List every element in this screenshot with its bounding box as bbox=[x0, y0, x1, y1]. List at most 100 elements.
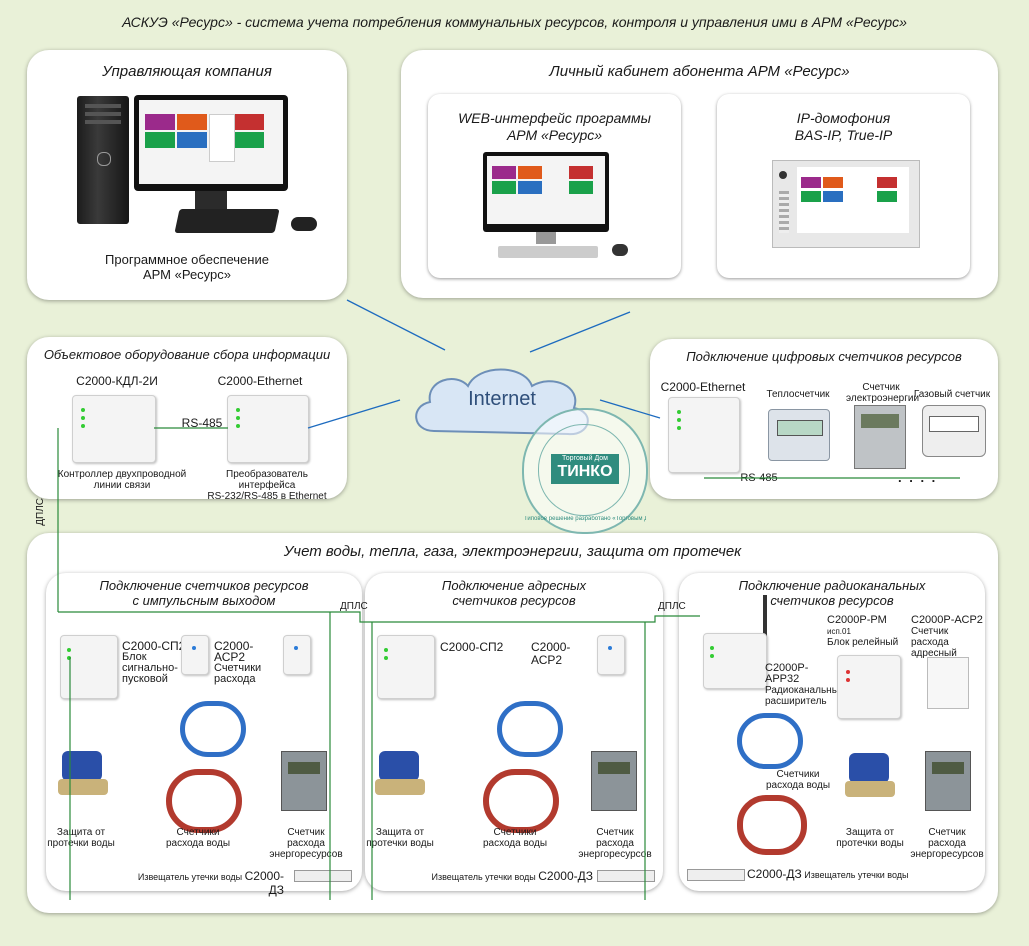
radio-hot-meter-icon bbox=[737, 795, 807, 855]
radio-meters-panel: Подключение радиоканальных счетчиков рес… bbox=[679, 573, 985, 891]
address-hot-meter-icon bbox=[483, 769, 559, 833]
digital-ethernet-device-icon bbox=[668, 397, 740, 473]
web-interface-card: WEB-интерфейс программы АРМ «Ресурс» bbox=[428, 94, 681, 278]
radio-title-line1: Подключение радиоканальных bbox=[738, 578, 926, 593]
address-leak-line2: протечки воды bbox=[366, 838, 434, 849]
pulse-hot-meter-icon bbox=[166, 769, 242, 833]
monitor-icon bbox=[134, 95, 288, 191]
radio-rm-label: С2000Р-РМ исп.01 Блок релейный bbox=[827, 614, 907, 649]
radio-valve-body-icon bbox=[845, 781, 895, 797]
pulse-sp2-line1: Блок bbox=[122, 651, 147, 663]
web-monitor-icon bbox=[483, 152, 609, 232]
radio-valve-icon bbox=[849, 753, 889, 783]
address-title-line1: Подключение адресных bbox=[441, 578, 587, 593]
address-energy-meter-icon bbox=[591, 751, 637, 811]
radio-app32-line2: расширитель bbox=[765, 696, 827, 707]
radio-cold-meter-icon bbox=[737, 713, 803, 769]
address-sp2-name: С2000-СП2 bbox=[440, 640, 504, 654]
radio-app32-device-icon bbox=[703, 633, 767, 689]
elec-meter-label-line1: Счетчик bbox=[862, 382, 900, 393]
address-leak-detector-icon bbox=[597, 870, 655, 882]
radio-meters-line2: расхода воды bbox=[765, 780, 831, 791]
management-company-panel: Управляющая компания Программное обеспеч… bbox=[27, 50, 347, 300]
internet-label: Internet bbox=[468, 388, 536, 410]
pulse-leak-line1: Защита от bbox=[56, 827, 106, 838]
address-cold-meter-icon bbox=[497, 701, 563, 757]
tinko-stamp: Торговый Дом ТИНКО Типовое решение разра… bbox=[522, 408, 648, 534]
mouse-icon bbox=[291, 217, 317, 231]
web-title-line1: WEB-интерфейс программы bbox=[458, 110, 651, 126]
dpls-bus-line bbox=[58, 611, 700, 623]
pulse-acr2-1-icon bbox=[181, 635, 209, 675]
pulse-energy-line2: расхода bbox=[287, 838, 325, 849]
radio-title: Подключение радиоканальных счетчиков рес… bbox=[679, 578, 985, 608]
mgmt-caption: Программное обеспечение АРМ «Ресурс» bbox=[67, 252, 307, 282]
pulse-leak-line2: протечки воды bbox=[47, 838, 115, 849]
kdl-caption-line2: линии связи bbox=[93, 480, 151, 491]
radio-energy-caption: Счетчик расхода энергоресурсов bbox=[909, 827, 985, 860]
pulse-detector-text: Извещатель утечки воды bbox=[137, 872, 243, 882]
address-detector-label: Извещатель утечки воды С2000-ДЗ bbox=[425, 869, 593, 883]
radio-rm-name: С2000Р-РМ bbox=[827, 614, 887, 626]
address-energy-line3: энергоресурсов bbox=[578, 849, 652, 860]
gas-meter-label: Газовый счетчик bbox=[913, 389, 991, 400]
resource-accounting-title: Учет воды, тепла, газа, электроэнергии, … bbox=[283, 543, 742, 560]
rs485-label: RS-485 bbox=[181, 416, 223, 430]
address-meters-panel: Подключение адресных счетчиков ресурсов … bbox=[365, 573, 663, 891]
pulse-sp2-line3: пусковой bbox=[122, 673, 168, 685]
dpls-label-vertical: ДПЛС bbox=[35, 498, 46, 526]
address-acr2-icon bbox=[597, 635, 625, 675]
pulse-acr2-name: С2000-АСР2 bbox=[214, 639, 254, 664]
pulse-acr2-line2: расхода bbox=[214, 673, 256, 685]
mgmt-caption-line2: АРМ «Ресурс» bbox=[142, 267, 231, 282]
address-detector-text: Извещатель утечки воды bbox=[431, 872, 536, 882]
pulse-meters-panel: Подключение счетчиков ресурсов с импульс… bbox=[46, 573, 362, 897]
management-title: Управляющая компания bbox=[102, 63, 272, 80]
web-title-line2: АРМ «Ресурс» bbox=[506, 127, 603, 143]
elec-meter-icon bbox=[854, 405, 906, 469]
pulse-cold-meter-icon bbox=[180, 701, 246, 757]
radio-leak-detector-icon bbox=[687, 869, 745, 881]
address-energy-caption: Счетчик расхода энергоресурсов bbox=[575, 827, 655, 860]
pulse-energy-meter-icon bbox=[281, 751, 327, 811]
radio-leak-line1: Защита от bbox=[845, 827, 895, 838]
radio-acr2-device-icon bbox=[927, 657, 969, 709]
pulse-detector-name: С2000-ДЗ bbox=[244, 869, 284, 897]
radio-app32-label: С2000Р-АРР32 Радиоканальный расширитель bbox=[765, 663, 845, 708]
address-energy-line2: расхода bbox=[596, 838, 634, 849]
radio-leak-line2: протечки воды bbox=[836, 838, 904, 849]
pulse-sp2-name: С2000-СП2 bbox=[122, 639, 186, 653]
radio-rm-line1: Блок релейный bbox=[827, 637, 899, 648]
radio-detector-label: С2000-ДЗ Извещатель утечки воды bbox=[747, 867, 977, 881]
radio-meters-caption: Счетчики расхода воды bbox=[763, 769, 833, 791]
gas-meter-icon bbox=[922, 405, 986, 457]
address-leak-line1: Защита от bbox=[375, 827, 425, 838]
web-mouse-icon bbox=[612, 244, 628, 256]
heat-meter-icon bbox=[768, 409, 830, 461]
pulse-title-line2: с импульсным выходом bbox=[132, 593, 276, 608]
cabinet-to-internet-arrow bbox=[529, 311, 631, 353]
dpls-label-pulse: ДПЛС bbox=[340, 601, 368, 612]
ethernet-device-icon bbox=[227, 395, 309, 463]
radio-energy-meter-icon bbox=[925, 751, 971, 811]
ethernet-caption-line1: Преобразователь интерфейса bbox=[226, 469, 308, 491]
address-valve-icon bbox=[379, 751, 419, 781]
address-sp2-device-icon bbox=[377, 635, 435, 699]
radio-energy-line3: энергоресурсов bbox=[910, 849, 984, 860]
pulse-energy-line1: Счетчик bbox=[287, 827, 325, 838]
pulse-meters-caption: Счетчики расхода воды bbox=[158, 827, 238, 849]
ethernet-caption-line2: RS-232/RS-485 в Ethernet bbox=[207, 491, 327, 502]
subscriber-cabinet-panel: Личный кабинет абонента АРМ «Ресурс» WEB… bbox=[401, 50, 998, 298]
web-monitor-stand-icon bbox=[536, 232, 556, 244]
pulse-energy-line3: энергоресурсов bbox=[269, 849, 343, 860]
stamp-ring-text: Типовое решение разработано «Торговым До… bbox=[524, 516, 646, 522]
radio-app32-line1: Радиоканальный bbox=[765, 685, 845, 696]
pulse-energy-caption: Счетчик расхода энергоресурсов bbox=[266, 827, 346, 860]
pulse-title: Подключение счетчиков ресурсов с импульс… bbox=[46, 578, 362, 608]
address-leak-caption: Защита от протечки воды bbox=[365, 827, 435, 849]
ip-title-line2: BAS-IP, True-IP bbox=[794, 127, 893, 143]
radio-meters-line1: Счетчики bbox=[776, 769, 820, 780]
resource-accounting-panel: Учет воды, тепла, газа, электроэнергии, … bbox=[27, 533, 998, 913]
radio-rm-device-icon bbox=[837, 655, 901, 719]
radio-rm-suffix: исп.01 bbox=[827, 627, 851, 636]
